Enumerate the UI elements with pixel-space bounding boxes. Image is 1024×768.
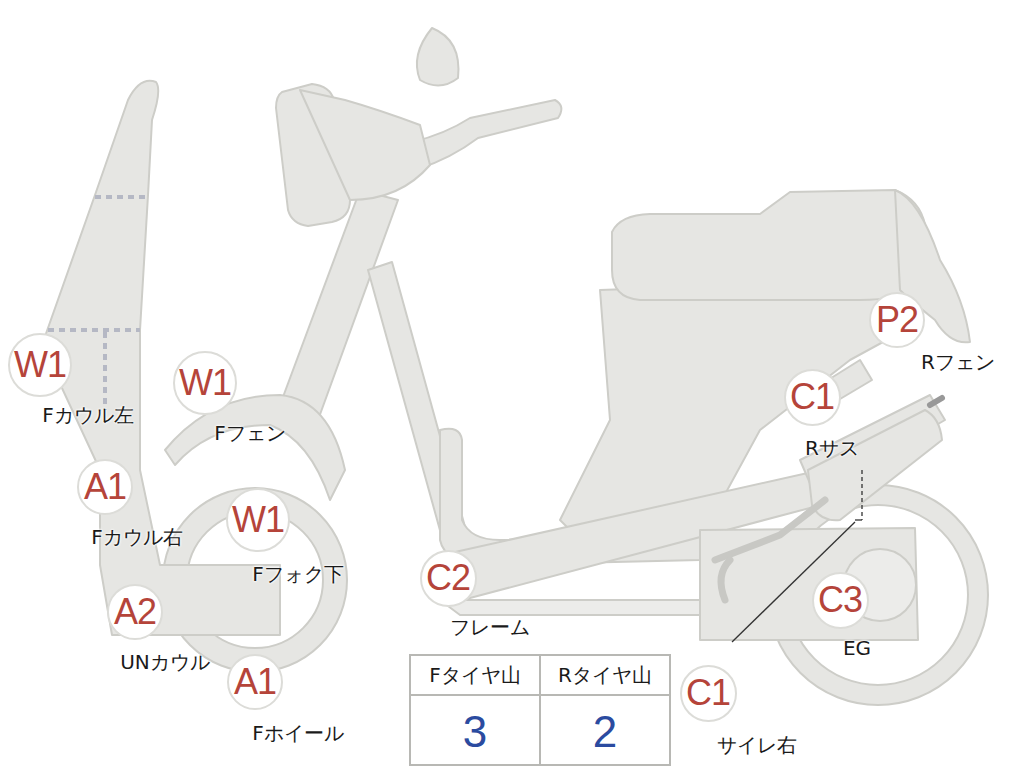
part-name: UNカウル <box>120 651 210 673</box>
damage-code: A2 <box>114 594 156 630</box>
damage-code-circle: A2 <box>107 584 163 640</box>
part-name: フレーム <box>450 616 530 638</box>
part-name: Fフォク下 <box>252 563 344 585</box>
table-value: 2 <box>593 708 617 756</box>
damage-code-circle: C1 <box>680 665 737 722</box>
part-name: Rフェン <box>921 351 995 373</box>
damage-code-circle: A1 <box>77 459 133 515</box>
damage-code-circle: W1 <box>8 333 72 397</box>
table-header: Fタイヤ山 <box>429 664 521 686</box>
table-header: Rタイヤ山 <box>558 664 652 686</box>
damage-code: W1 <box>14 347 66 383</box>
damage-code: A1 <box>234 664 276 700</box>
damage-code-circle: C2 <box>420 550 477 607</box>
damage-code: C1 <box>790 379 834 415</box>
damage-code-circle: W1 <box>226 488 290 552</box>
part-name: Fカウル左 <box>42 404 134 426</box>
damage-code: W1 <box>179 365 231 401</box>
damage-code-circle: C1 <box>784 369 841 426</box>
damage-code-circle: A1 <box>227 654 283 710</box>
damage-code: P2 <box>876 302 918 338</box>
damage-code: A1 <box>84 469 126 505</box>
part-name: Fカウル右 <box>91 526 183 548</box>
damage-code: C2 <box>426 560 470 596</box>
damage-code: C3 <box>818 582 862 618</box>
damage-code: C1 <box>686 675 730 711</box>
part-name: サイレ右 <box>717 734 797 756</box>
damage-code-circle: P2 <box>869 292 925 348</box>
part-name: Fフェン <box>214 422 286 444</box>
part-name: Fホイール <box>252 722 344 744</box>
damage-code-circle: C3 <box>812 572 869 629</box>
part-name: EG <box>843 637 871 659</box>
damage-code-circle: W1 <box>173 351 237 415</box>
table-value: 3 <box>463 708 487 756</box>
part-name: Rサス <box>805 437 859 459</box>
damage-code: W1 <box>232 502 284 538</box>
